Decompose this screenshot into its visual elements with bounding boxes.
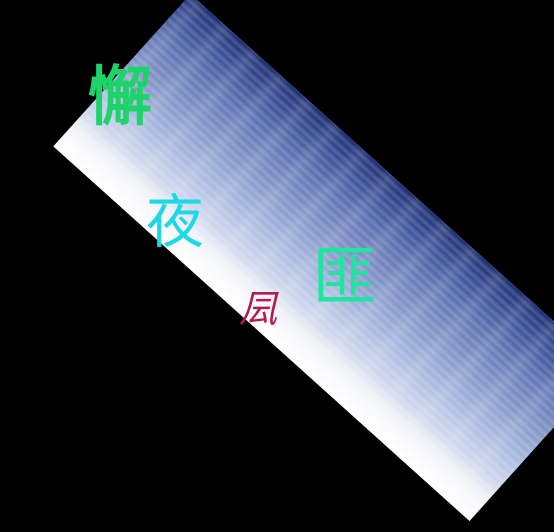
glyph-1: 懈 xyxy=(88,60,152,135)
glyph-3: 凨 xyxy=(239,287,278,331)
glyph-4: 匪 xyxy=(312,241,376,315)
glyph-2: 夜 xyxy=(146,188,205,256)
